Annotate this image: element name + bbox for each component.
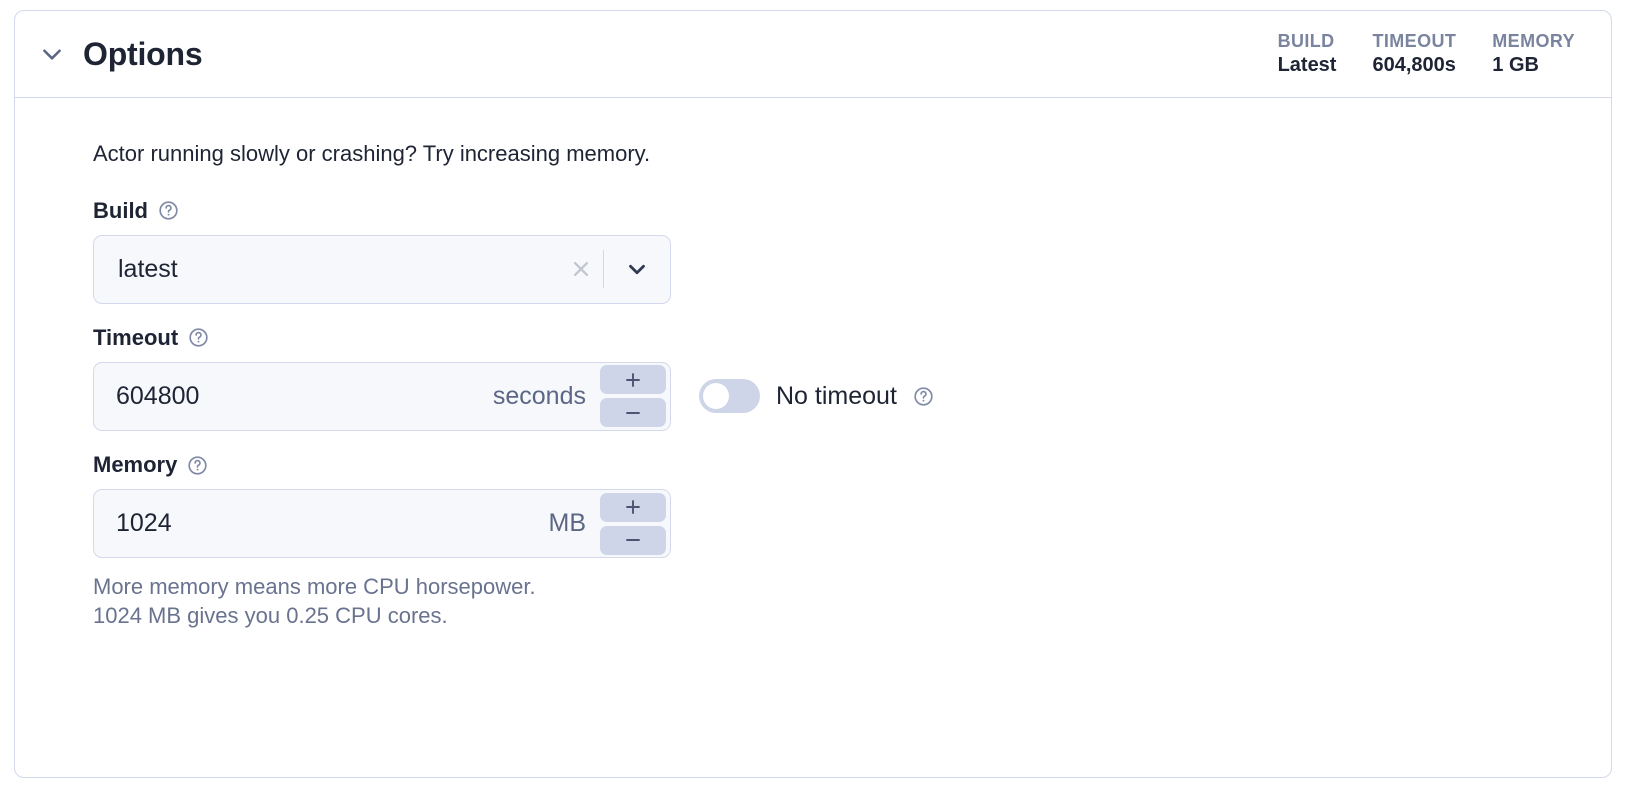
timeout-input-wrapper[interactable]: seconds bbox=[93, 361, 671, 431]
no-timeout-label: No timeout bbox=[776, 381, 897, 410]
memory-stepper bbox=[600, 492, 670, 555]
stat-build-label: BUILD bbox=[1277, 30, 1335, 51]
select-divider bbox=[603, 250, 604, 289]
close-icon[interactable] bbox=[559, 236, 603, 303]
plus-icon bbox=[622, 369, 644, 391]
options-card: Options BUILD Latest TIMEOUT 604,800s ME… bbox=[14, 10, 1612, 778]
stat-build-value: Latest bbox=[1277, 54, 1337, 77]
stat-memory-label: MEMORY bbox=[1492, 30, 1575, 51]
header-stats: BUILD Latest TIMEOUT 604,800s MEMORY 1 G… bbox=[1278, 31, 1593, 78]
chevron-down-icon[interactable] bbox=[604, 236, 670, 303]
minus-icon bbox=[622, 402, 644, 424]
memory-helper-line-2: 1024 MB gives you 0.25 CPU cores. bbox=[93, 603, 448, 629]
build-label: Build bbox=[93, 197, 148, 223]
stat-timeout-label: TIMEOUT bbox=[1372, 30, 1457, 51]
plus-icon bbox=[622, 496, 644, 518]
minus-icon bbox=[622, 529, 644, 551]
stat-timeout: TIMEOUT 604,800s bbox=[1336, 31, 1456, 78]
memory-field-group: Memory MB bbox=[93, 451, 1587, 631]
no-timeout-row: No timeout bbox=[699, 379, 934, 414]
memory-label: Memory bbox=[93, 451, 178, 477]
timeout-input[interactable] bbox=[116, 381, 493, 411]
memory-input[interactable] bbox=[116, 509, 549, 539]
build-select[interactable]: latest bbox=[93, 234, 671, 304]
no-timeout-toggle-knob bbox=[703, 383, 729, 410]
memory-helper-text: More memory means more CPU horsepower. 1… bbox=[93, 572, 1587, 631]
build-select-value: latest bbox=[118, 254, 178, 283]
timeout-decrement-button[interactable] bbox=[600, 398, 666, 428]
options-card-header: Options BUILD Latest TIMEOUT 604,800s ME… bbox=[15, 11, 1611, 98]
question-circle-icon[interactable] bbox=[187, 455, 208, 476]
timeout-label-row: Timeout bbox=[93, 324, 1587, 350]
memory-unit: MB bbox=[548, 509, 587, 538]
options-collapse-toggle[interactable]: Options bbox=[39, 36, 203, 72]
stat-memory-value: 1 GB bbox=[1492, 54, 1539, 77]
question-circle-icon[interactable] bbox=[188, 327, 209, 348]
build-label-row: Build bbox=[93, 197, 1587, 223]
chevron-down-icon[interactable] bbox=[39, 41, 65, 67]
timeout-row: seconds bbox=[93, 361, 1587, 431]
timeout-increment-button[interactable] bbox=[600, 365, 666, 395]
question-circle-icon[interactable] bbox=[913, 386, 934, 407]
timeout-label: Timeout bbox=[93, 324, 179, 350]
no-timeout-toggle[interactable] bbox=[699, 379, 760, 414]
options-card-body: Actor running slowly or crashing? Try in… bbox=[15, 98, 1611, 777]
timeout-unit: seconds bbox=[492, 381, 586, 410]
question-circle-icon[interactable] bbox=[158, 200, 179, 221]
timeout-stepper bbox=[600, 365, 670, 428]
stat-timeout-value: 604,800s bbox=[1372, 54, 1456, 77]
memory-input-wrapper[interactable]: MB bbox=[93, 489, 671, 559]
memory-decrement-button[interactable] bbox=[600, 525, 666, 555]
page-title: Options bbox=[83, 36, 203, 72]
stat-build: BUILD Latest bbox=[1278, 31, 1337, 78]
stat-memory: MEMORY 1 GB bbox=[1456, 31, 1575, 78]
intro-text: Actor running slowly or crashing? Try in… bbox=[93, 141, 651, 166]
memory-helper-line-1: More memory means more CPU horsepower. bbox=[93, 574, 536, 600]
memory-label-row: Memory bbox=[93, 451, 1587, 477]
timeout-field-group: Timeout seconds bbox=[93, 324, 1587, 431]
build-field-group: Build latest bbox=[93, 197, 1587, 304]
memory-increment-button[interactable] bbox=[600, 492, 666, 522]
